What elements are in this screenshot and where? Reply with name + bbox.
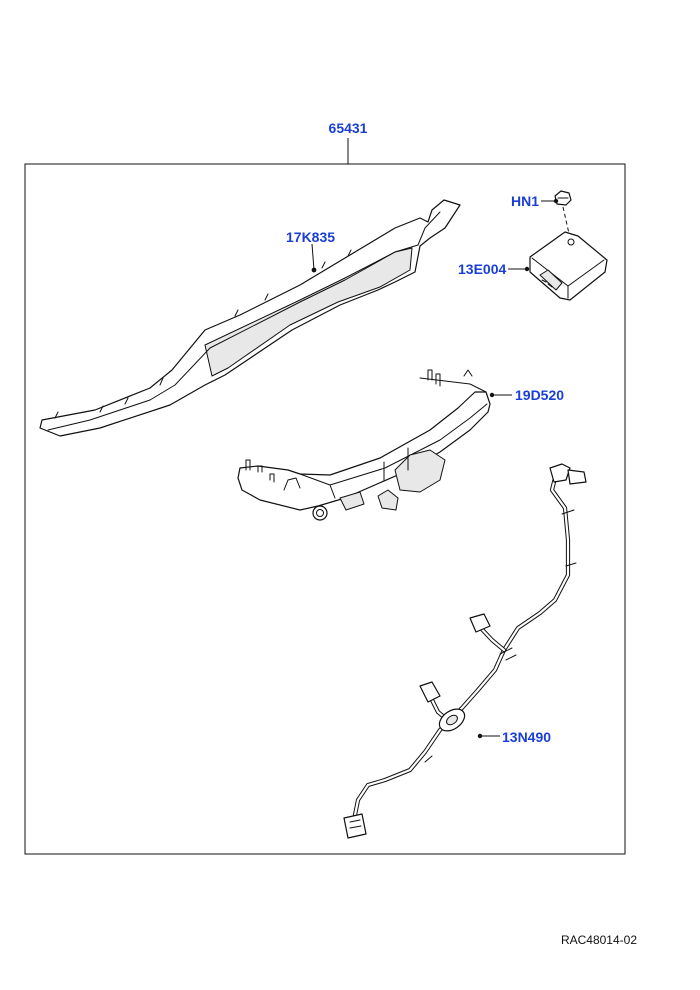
- kit-callout[interactable]: 65431: [329, 120, 368, 136]
- bumper-cover-leader-line: [311, 243, 315, 271]
- control-module-part: [524, 231, 608, 301]
- wiring-harness-part: [343, 463, 587, 839]
- drawing-reference-number: RAC48014-02: [561, 933, 637, 947]
- tow-bar-callout[interactable]: 19D520: [515, 387, 564, 403]
- tow-bar-part: [237, 369, 495, 521]
- kit-frame: [24, 163, 626, 855]
- nut-callout[interactable]: HN1: [511, 193, 539, 209]
- control-module-callout[interactable]: 13E004: [458, 261, 506, 277]
- bumper-cover-callout[interactable]: 17K835: [286, 229, 335, 245]
- nut-fitting-line: [562, 206, 571, 239]
- wiring-harness-callout[interactable]: 13N490: [502, 729, 551, 745]
- nut-part: [553, 190, 572, 206]
- bumper-cover-part: [39, 199, 461, 437]
